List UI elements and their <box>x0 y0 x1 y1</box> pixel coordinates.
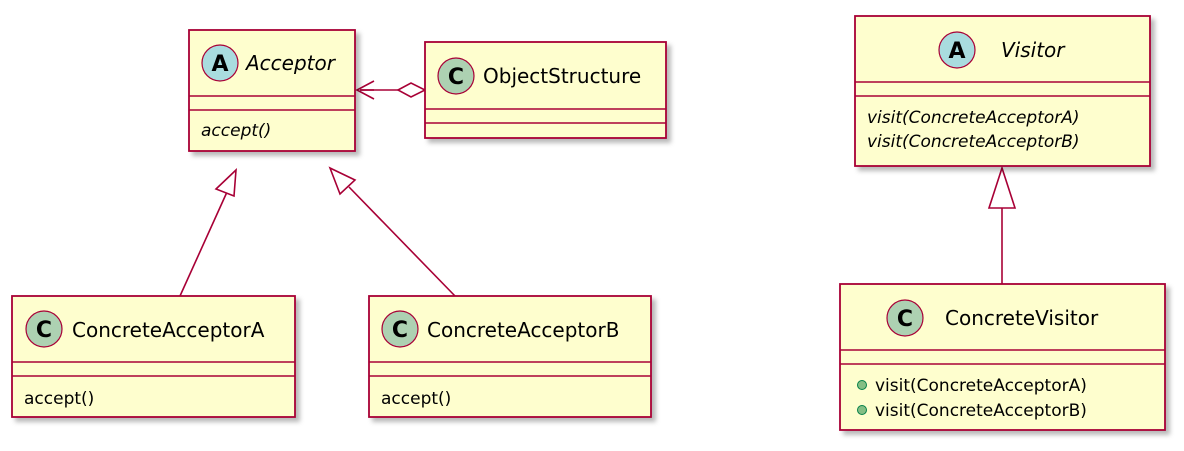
public-method-icon <box>857 405 867 415</box>
class-badge-icon: C <box>886 299 924 337</box>
svg-text:C: C <box>392 318 408 343</box>
class-concrete-acceptor-a[interactable]: C ConcreteAcceptorA accept() <box>11 295 296 418</box>
inheritance-acceptor-a-to-acceptor <box>179 167 237 297</box>
public-method-icon <box>857 380 867 390</box>
method: visit(ConcreteAcceptorA) <box>875 376 1087 396</box>
inheritance-concrete-visitor-to-visitor <box>987 165 1017 284</box>
class-name: Acceptor <box>244 51 337 75</box>
class-object-structure[interactable]: C ObjectStructure <box>424 41 667 139</box>
abstract-class-badge-icon: A <box>938 31 976 69</box>
class-name: Visitor <box>1001 38 1066 62</box>
method: accept() <box>24 389 94 409</box>
class-badge-icon: C <box>437 57 475 95</box>
svg-text:C: C <box>448 65 464 90</box>
method: visit(ConcreteAcceptorA) <box>867 108 1080 128</box>
class-name: ConcreteVisitor <box>945 306 1099 330</box>
class-concrete-acceptor-b[interactable]: C ConcreteAcceptorB accept() <box>368 295 652 418</box>
class-badge-icon: C <box>25 310 63 348</box>
svg-text:C: C <box>897 307 913 332</box>
aggregation-object-structure-to-acceptor <box>355 80 427 100</box>
inheritance-acceptor-b-to-acceptor <box>328 166 456 297</box>
class-name: ConcreteAcceptorA <box>72 318 265 342</box>
class-visitor[interactable]: A Visitor visit(ConcreteAcceptorA) visit… <box>854 15 1151 167</box>
method: accept() <box>201 121 271 141</box>
abstract-class-badge-icon: A <box>201 44 239 82</box>
method: visit(ConcreteAcceptorB) <box>867 132 1080 152</box>
svg-text:A: A <box>948 39 965 64</box>
method: visit(ConcreteAcceptorB) <box>875 401 1087 421</box>
svg-text:C: C <box>36 318 52 343</box>
class-name: ConcreteAcceptorB <box>427 318 619 342</box>
svg-text:A: A <box>211 52 228 77</box>
class-concrete-visitor[interactable]: C ConcreteVisitor visit(ConcreteAcceptor… <box>839 283 1166 431</box>
class-badge-icon: C <box>381 310 419 348</box>
class-acceptor[interactable]: A Acceptor accept() <box>188 29 356 152</box>
method: accept() <box>381 389 451 409</box>
class-name: ObjectStructure <box>483 64 641 88</box>
